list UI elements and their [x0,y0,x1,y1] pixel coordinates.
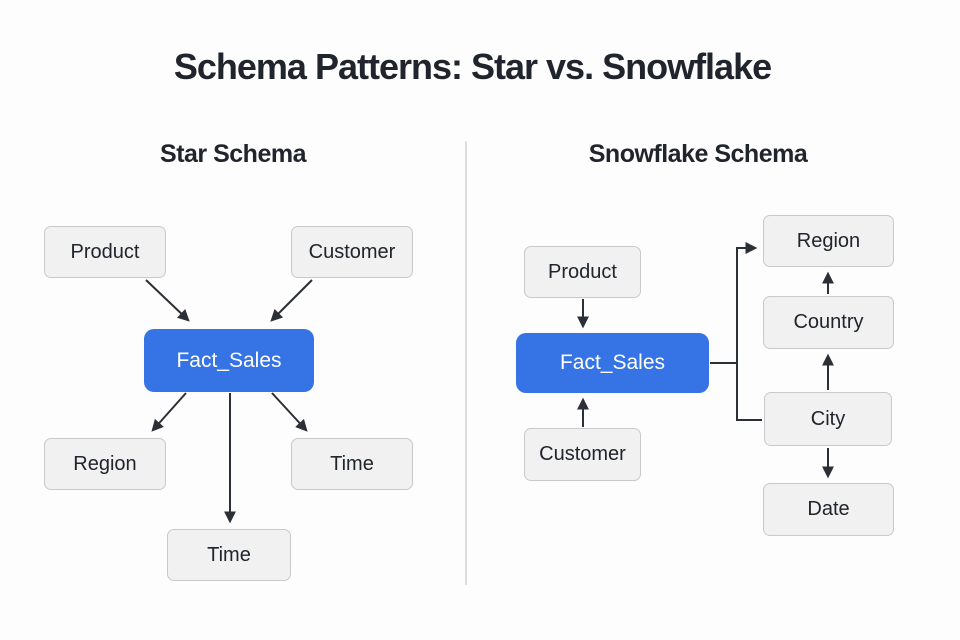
star-node-region: Region [44,438,166,490]
star-node-time-bottom: Time [167,529,291,581]
star-node-fact-sales: Fact_Sales [144,329,314,392]
edge-snow-fact-to-city [736,363,762,421]
edge-star-product-to-fact [145,279,190,322]
snowflake-schema-heading: Snowflake Schema [588,140,808,168]
snowflake-node-city: City [764,392,892,446]
snowflake-node-country: Country [763,296,894,349]
star-schema-heading: Star Schema [160,140,306,168]
edge-star-customer-to-fact [270,279,313,322]
edge-snow-fact-to-region [710,242,758,364]
edge-star-fact-to-time-right [271,392,308,432]
star-node-product: Product [44,226,166,278]
page-title: Schema Patterns: Star vs. Snowflake [173,46,772,87]
star-node-customer: Customer [291,226,413,278]
snowflake-node-customer: Customer [524,428,641,481]
snowflake-node-product: Product [524,246,641,298]
star-node-time-right: Time [291,438,413,490]
edge-star-fact-to-region [151,392,187,432]
panel-divider [465,141,467,585]
snowflake-node-fact-sales: Fact_Sales [516,333,709,393]
snowflake-node-date: Date [763,483,894,536]
snowflake-node-region: Region [763,215,894,267]
